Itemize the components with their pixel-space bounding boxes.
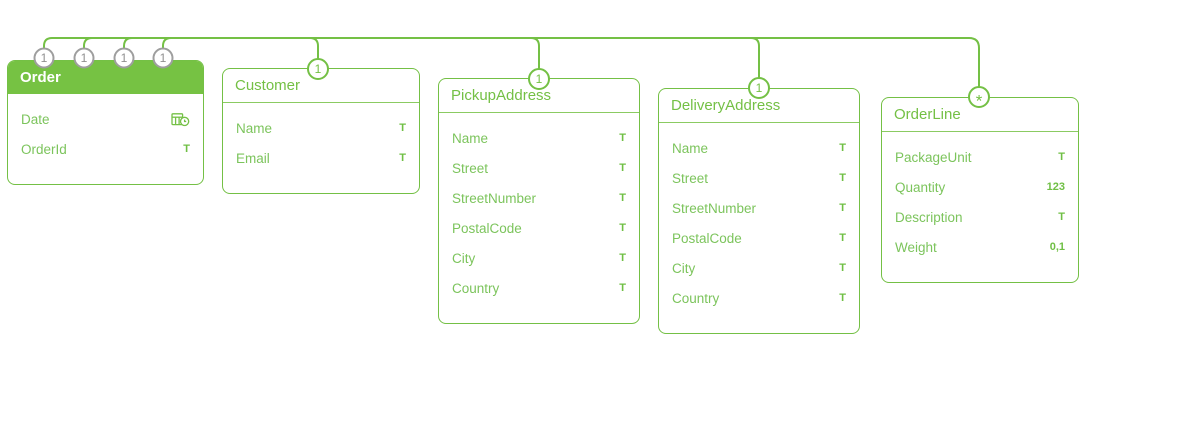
- entity-title[interactable]: PickupAddress: [439, 79, 639, 113]
- field-row-weight[interactable]: Weight 0,1: [882, 232, 1078, 262]
- field-name: OrderId: [21, 141, 67, 157]
- type-text-icon: T: [839, 262, 846, 274]
- type-text-icon: T: [619, 192, 626, 204]
- type-text-icon: T: [619, 162, 626, 174]
- field-row-date[interactable]: Date: [8, 104, 203, 134]
- type-decimal-icon: 0,1: [1049, 241, 1065, 253]
- field-name: Country: [452, 280, 500, 296]
- type-number-icon: 123: [1046, 181, 1065, 193]
- field-name: Date: [21, 111, 50, 127]
- entity-title[interactable]: Order: [8, 61, 203, 94]
- type-text-icon: T: [619, 222, 626, 234]
- type-text-icon: T: [183, 143, 190, 155]
- calendar-clock-icon: [171, 112, 190, 127]
- field-name: StreetNumber: [452, 190, 537, 206]
- field-row-description[interactable]: Description T: [882, 202, 1078, 232]
- field-row-postalcode[interactable]: PostalCode T: [659, 223, 859, 253]
- field-row-quantity[interactable]: Quantity 123: [882, 172, 1078, 202]
- field-row-packageunit[interactable]: PackageUnit T: [882, 142, 1078, 172]
- field-row-postalcode[interactable]: PostalCode T: [439, 213, 639, 243]
- field-row-email[interactable]: Email T: [223, 143, 419, 173]
- field-name: PostalCode: [672, 230, 742, 246]
- type-text-icon: T: [399, 152, 406, 164]
- field-name: Name: [236, 120, 273, 136]
- field-row-city[interactable]: City T: [439, 243, 639, 273]
- field-row-streetnumber[interactable]: StreetNumber T: [439, 183, 639, 213]
- field-name: Street: [672, 170, 709, 186]
- field-name: Quantity: [895, 179, 946, 195]
- field-row-country[interactable]: Country T: [439, 273, 639, 303]
- field-name: PostalCode: [452, 220, 522, 236]
- type-text-icon: T: [839, 232, 846, 244]
- field-name: StreetNumber: [672, 200, 757, 216]
- type-text-icon: T: [399, 122, 406, 134]
- type-text-icon: T: [839, 202, 846, 214]
- type-text-icon: T: [619, 282, 626, 294]
- type-text-icon: T: [839, 172, 846, 184]
- field-name: Street: [452, 160, 489, 176]
- field-row-streetnumber[interactable]: StreetNumber T: [659, 193, 859, 223]
- type-text-icon: T: [839, 292, 846, 304]
- type-text-icon: T: [1058, 211, 1065, 223]
- field-row-name[interactable]: Name T: [439, 123, 639, 153]
- entity-title[interactable]: OrderLine: [882, 98, 1078, 132]
- field-name: Name: [452, 130, 489, 146]
- type-text-icon: T: [619, 252, 626, 264]
- field-name: Description: [895, 209, 963, 225]
- field-name: Country: [672, 290, 720, 306]
- field-name: PackageUnit: [895, 149, 972, 165]
- field-row-street[interactable]: Street T: [439, 153, 639, 183]
- field-name: Email: [236, 150, 270, 166]
- field-row-orderid[interactable]: OrderId T: [8, 134, 203, 164]
- field-row-street[interactable]: Street T: [659, 163, 859, 193]
- field-row-name[interactable]: Name T: [659, 133, 859, 163]
- field-name: Weight: [895, 239, 937, 255]
- type-text-icon: T: [619, 132, 626, 144]
- field-row-country[interactable]: Country T: [659, 283, 859, 313]
- entity-title[interactable]: Customer: [223, 69, 419, 103]
- entity-title[interactable]: DeliveryAddress: [659, 89, 859, 123]
- field-row-city[interactable]: City T: [659, 253, 859, 283]
- field-row-name[interactable]: Name T: [223, 113, 419, 143]
- type-text-icon: T: [839, 142, 846, 154]
- field-name: City: [452, 250, 476, 266]
- field-name: Name: [672, 140, 709, 156]
- type-text-icon: T: [1058, 151, 1065, 163]
- field-name: City: [672, 260, 696, 276]
